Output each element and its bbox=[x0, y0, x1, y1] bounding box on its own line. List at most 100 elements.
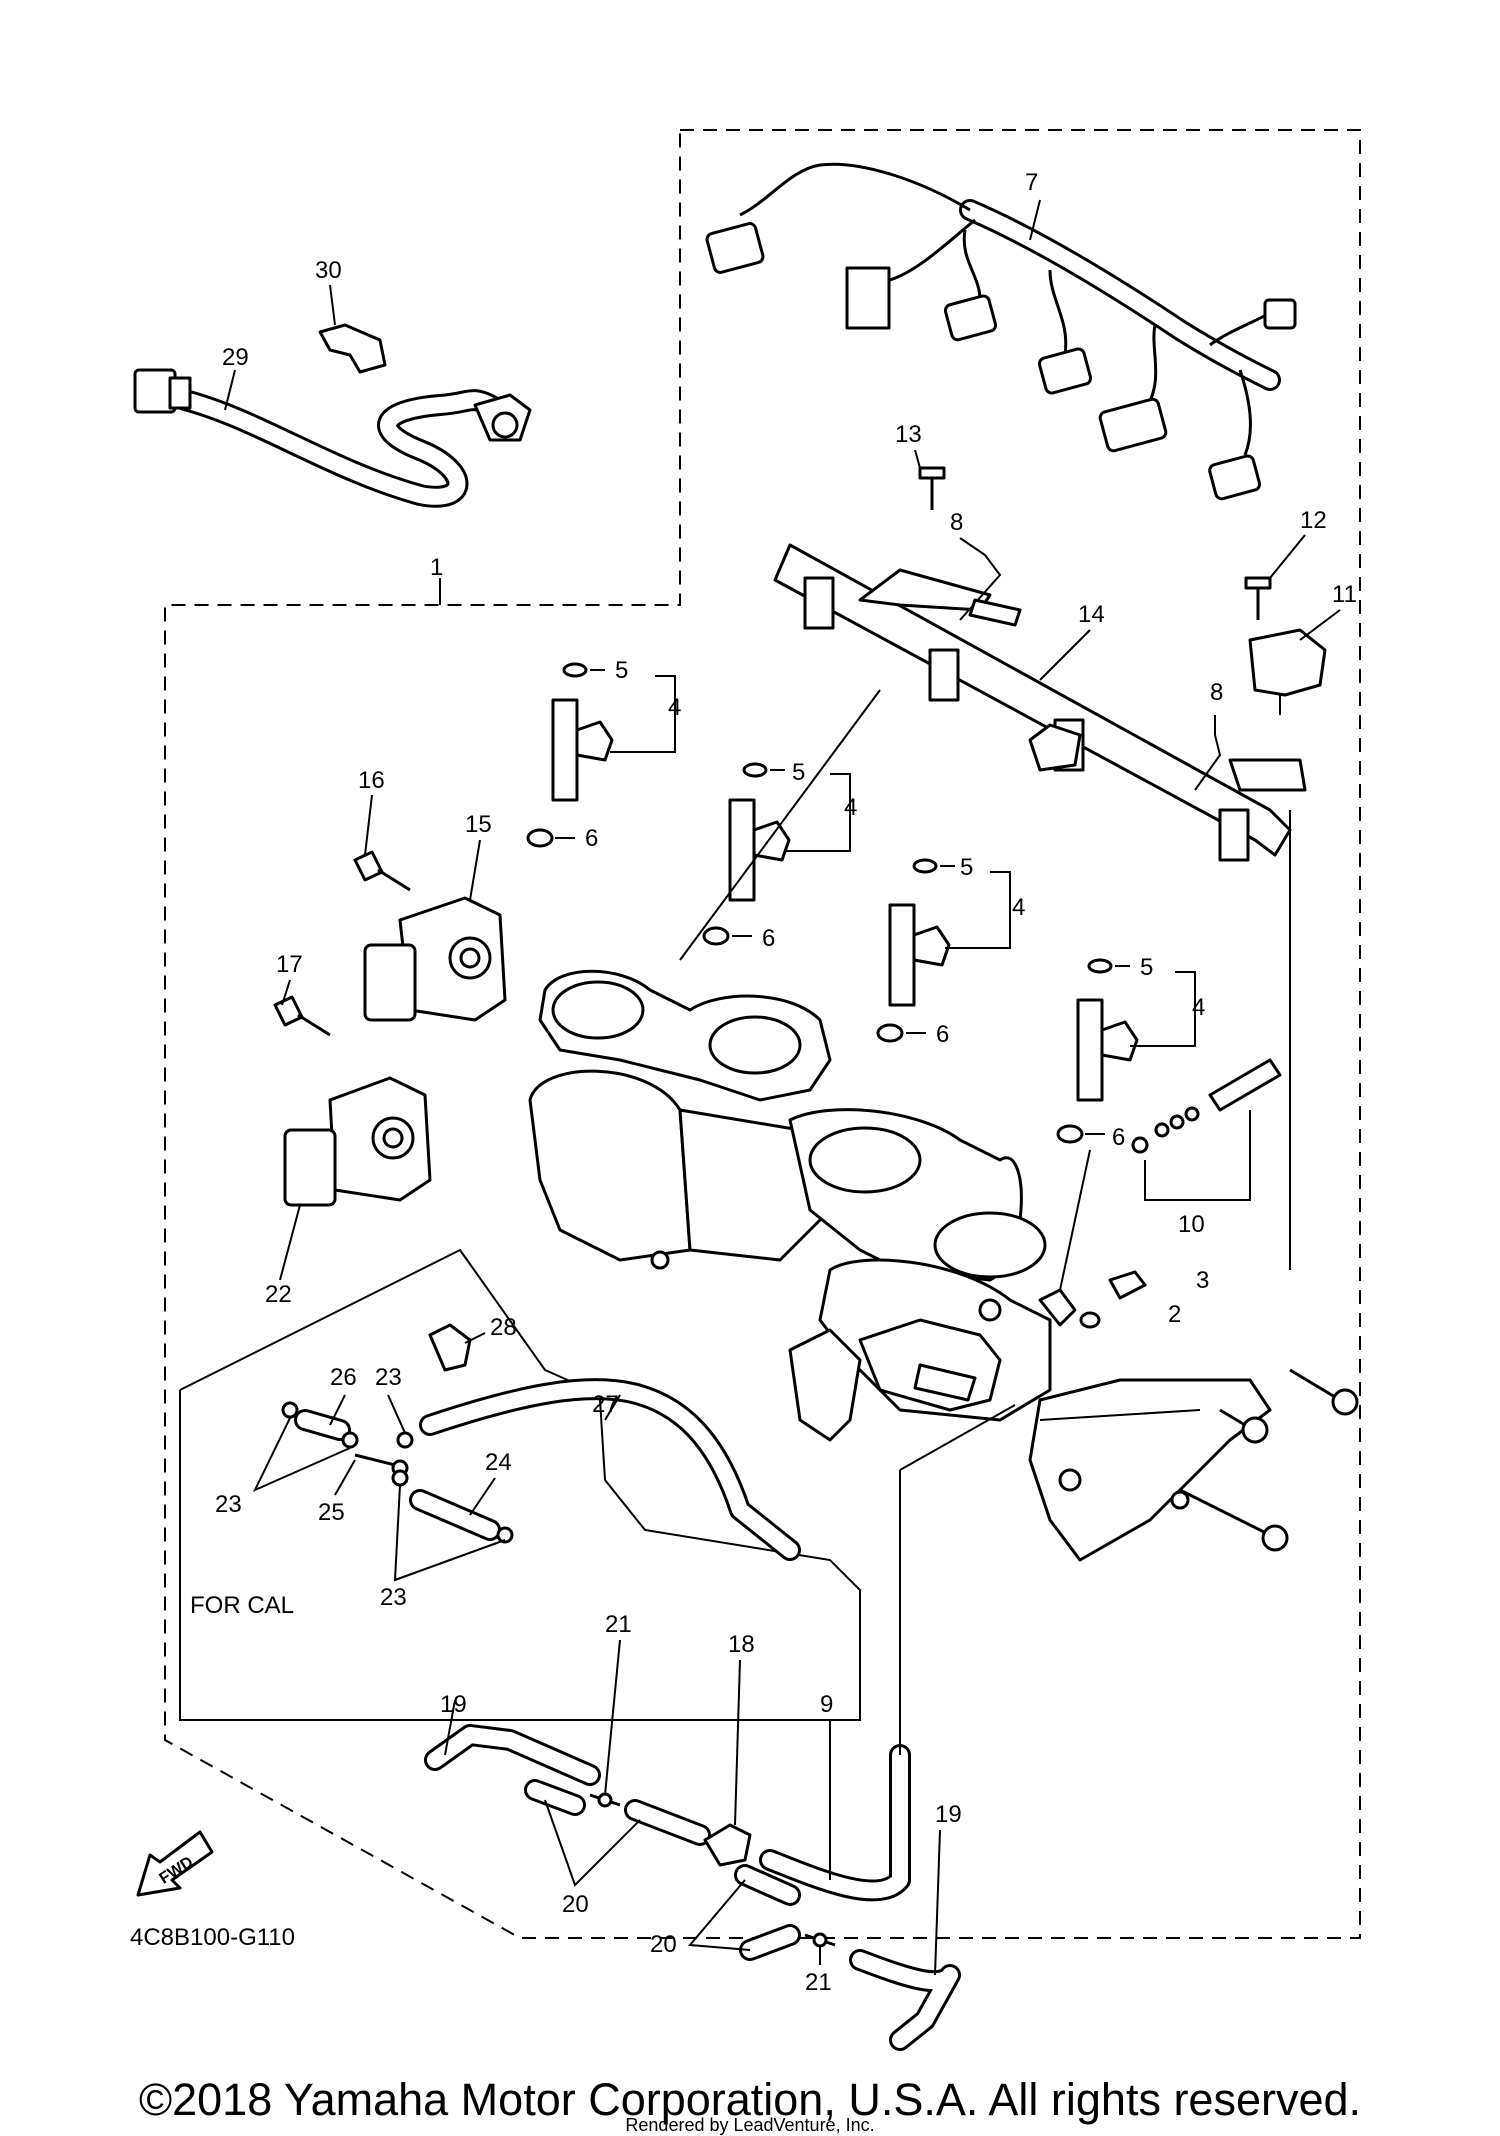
part-20-hose-a bbox=[524, 1779, 586, 1816]
callout-21a: 21 bbox=[605, 1611, 632, 1638]
part-12-screw bbox=[1244, 576, 1272, 620]
callout-17: 17 bbox=[276, 951, 303, 978]
leader-25 bbox=[334, 1459, 356, 1496]
callout-5a: 5 bbox=[615, 657, 628, 684]
part-15-sensor bbox=[363, 896, 507, 1022]
leader-30 bbox=[329, 284, 336, 326]
callout-13: 13 bbox=[895, 421, 922, 448]
callout-25: 25 bbox=[318, 1499, 345, 1526]
callout-19a: 19 bbox=[440, 1691, 467, 1718]
callout-6a: 6 bbox=[585, 825, 598, 852]
callout-29: 29 bbox=[222, 344, 249, 371]
part-4-injector-a bbox=[551, 698, 614, 802]
part-23-clamp-e bbox=[496, 1526, 514, 1544]
for-cal-box bbox=[179, 1248, 861, 1721]
leader-17 bbox=[281, 979, 291, 1006]
callout-15: 15 bbox=[465, 811, 492, 838]
part-8-clip-a bbox=[959, 554, 1022, 627]
part-29-hose bbox=[133, 368, 532, 508]
leader-23c bbox=[387, 1394, 406, 1434]
callout-23c: 23 bbox=[375, 1364, 402, 1391]
part-5-seal-c bbox=[912, 858, 938, 874]
part-9-hose bbox=[759, 1744, 911, 1902]
leader-20a bbox=[544, 1799, 641, 1887]
callout-26: 26 bbox=[330, 1364, 357, 1391]
leader-22 bbox=[279, 1204, 301, 1281]
callout-22: 22 bbox=[265, 1281, 292, 1308]
callout-5d: 5 bbox=[1140, 954, 1153, 981]
guide-line-c bbox=[679, 689, 881, 961]
part-3-cap bbox=[1108, 1270, 1147, 1300]
leader-23b bbox=[393, 1484, 506, 1582]
leader-26 bbox=[329, 1394, 346, 1426]
callout-27: 27 bbox=[592, 1391, 619, 1418]
part-8-clip-b bbox=[1194, 734, 1222, 791]
callout-2: 2 bbox=[1168, 1301, 1181, 1328]
part-27-hose bbox=[419, 1378, 801, 1561]
leader-14 bbox=[1039, 629, 1091, 681]
part-16-screw bbox=[353, 850, 411, 892]
part-20-hose-b bbox=[624, 1799, 711, 1846]
callout-9: 9 bbox=[820, 1691, 833, 1718]
leader-28 bbox=[464, 1332, 486, 1344]
callout-1: 1 bbox=[430, 554, 443, 581]
leader-4d bbox=[1130, 971, 1196, 1047]
rendered-by-notice: Rendered by LeadVenture, Inc. bbox=[625, 2115, 875, 2135]
part-6-gasket-b bbox=[702, 926, 730, 946]
leader-21a bbox=[604, 1639, 621, 1796]
callout-6b: 6 bbox=[762, 925, 775, 952]
part-4-injector-d bbox=[1076, 998, 1139, 1102]
leader-4a bbox=[610, 675, 676, 753]
part-4-injector-c bbox=[888, 903, 951, 1007]
leader-20b bbox=[687, 1879, 751, 1951]
part-23-clamp-c bbox=[396, 1431, 414, 1449]
part-28-clip bbox=[428, 1323, 472, 1372]
leader-4c bbox=[945, 871, 1011, 949]
callout-12: 12 bbox=[1300, 507, 1327, 534]
part-14-fuel-rail bbox=[773, 543, 1307, 862]
fwd-arrow-icon: FWD bbox=[136, 1830, 214, 1897]
callout-24: 24 bbox=[485, 1449, 512, 1476]
part-26-hose bbox=[294, 1409, 351, 1441]
callout-6c: 6 bbox=[936, 1021, 949, 1048]
leader-27 bbox=[604, 1394, 621, 1421]
cover-bolt-c bbox=[1179, 1488, 1289, 1552]
part-20-hose-c bbox=[734, 1864, 801, 1906]
callout-8b: 8 bbox=[1210, 679, 1223, 706]
callout-4d: 4 bbox=[1192, 994, 1205, 1021]
part-6-gasket-d bbox=[1056, 1124, 1084, 1144]
part-19-hose-b bbox=[849, 1949, 961, 2051]
callout-20a: 20 bbox=[562, 1891, 589, 1918]
part-23-clamp-a bbox=[281, 1401, 299, 1419]
callout-30: 30 bbox=[315, 257, 342, 284]
callout-28: 28 bbox=[490, 1314, 517, 1341]
callout-23b: 23 bbox=[380, 1584, 407, 1611]
guide-line-b bbox=[899, 1404, 1016, 1471]
leader-8a bbox=[959, 537, 986, 556]
part-5-seal-a bbox=[562, 662, 588, 678]
callout-4c: 4 bbox=[1012, 894, 1025, 921]
leader-15 bbox=[469, 839, 481, 901]
callout-7: 7 bbox=[1025, 169, 1038, 196]
leader-24 bbox=[469, 1477, 496, 1516]
cover-bolt-b bbox=[1219, 1408, 1269, 1444]
callout-4a: 4 bbox=[668, 694, 681, 721]
callout-6d: 6 bbox=[1112, 1124, 1125, 1151]
callout-4b: 4 bbox=[844, 794, 857, 821]
callout-10: 10 bbox=[1178, 1211, 1205, 1238]
part-18-fitting bbox=[703, 1823, 752, 1867]
leader-16 bbox=[364, 794, 373, 856]
part-23-clamp-d bbox=[391, 1469, 409, 1487]
callout-11: 11 bbox=[1332, 581, 1357, 608]
callout-5b: 5 bbox=[792, 759, 805, 786]
callout-8a: 8 bbox=[950, 509, 963, 536]
leader-7 bbox=[1029, 199, 1041, 241]
guide-line-e bbox=[1059, 1149, 1091, 1291]
part-5-seal-d bbox=[1087, 958, 1113, 974]
leader-19b bbox=[934, 1829, 941, 1976]
part-4-injector-b bbox=[728, 798, 791, 902]
leader-18 bbox=[734, 1659, 741, 1826]
for-cal-label: FOR CAL bbox=[190, 1592, 294, 1619]
callout-3: 3 bbox=[1196, 1267, 1209, 1294]
